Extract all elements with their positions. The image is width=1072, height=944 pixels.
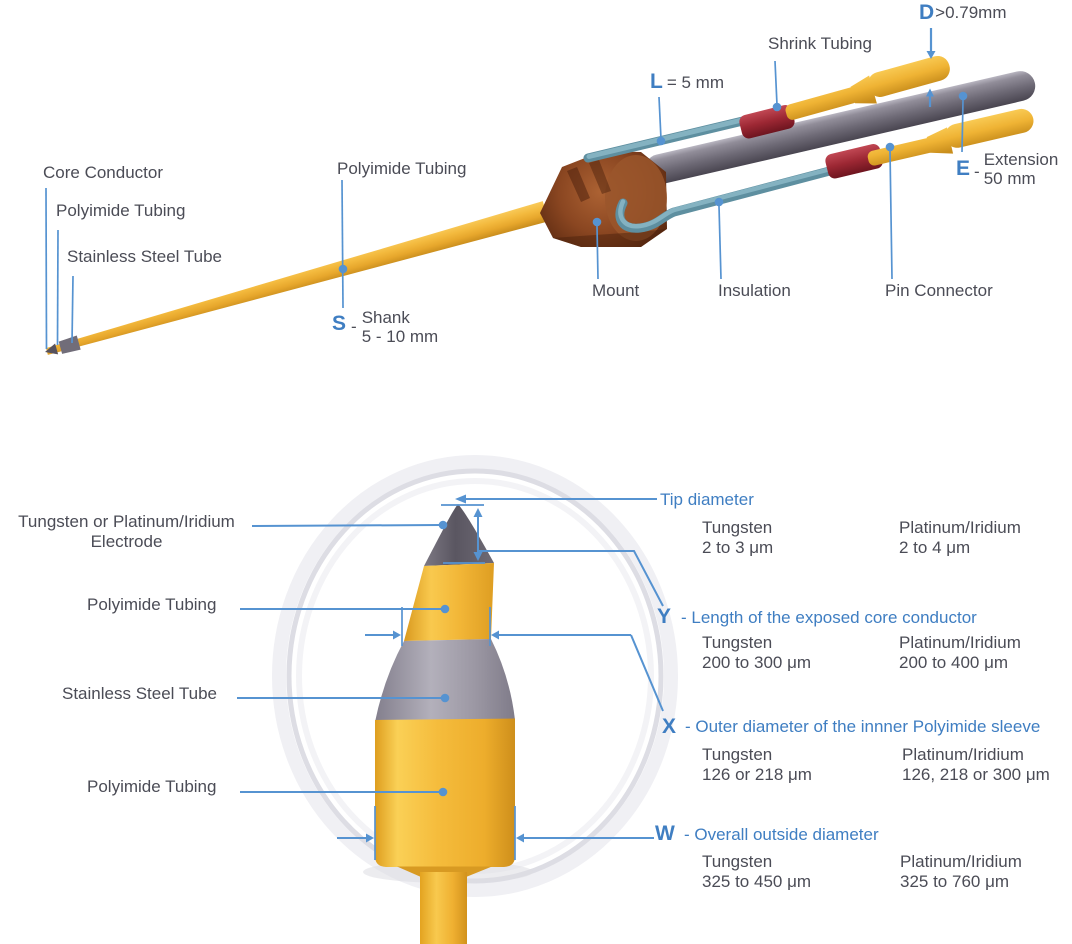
stainless-steel-tube-bottom-label: Stainless Steel Tube xyxy=(62,684,217,703)
lead-length-label: L = 5 mm xyxy=(650,70,724,94)
insulation-label: Insulation xyxy=(718,281,791,300)
x-arrowhead-right xyxy=(491,630,499,640)
extension-name: Extension xyxy=(983,150,1059,169)
extension-letter: E xyxy=(956,157,971,180)
tip-tungsten-value: 2 to 3 μm xyxy=(702,537,774,557)
extension-value: 50 mm xyxy=(983,169,1036,188)
electrode-shaft xyxy=(420,872,467,944)
y-platinum-value: 200 to 400 μm xyxy=(899,652,1009,672)
y-tungsten-spec: Tungsten 200 to 300 μm xyxy=(702,633,811,672)
y-dimension-letter: Y xyxy=(657,605,672,628)
d-arrowhead-down xyxy=(926,51,936,59)
shank-name: Shank xyxy=(361,308,410,327)
y-arrowhead-bottom xyxy=(473,552,483,561)
steel-cone-section xyxy=(375,639,515,722)
electrode-shank xyxy=(45,201,549,355)
x-tungsten-name: Tungsten xyxy=(702,745,773,764)
electrode-material-line2: Electrode xyxy=(90,532,163,551)
lead-wire-upper xyxy=(583,115,752,163)
w-tungsten-spec: Tungsten 325 to 450 μm xyxy=(702,852,811,891)
shank-letter: S xyxy=(332,312,347,335)
x-platinum-name: Platinum/Iridium xyxy=(902,745,1024,764)
diameter-value: >0.79mm xyxy=(935,3,1007,22)
mount-body xyxy=(540,151,667,247)
electrode-material-label: Tungsten or Platinum/Iridium Electrode xyxy=(5,512,248,552)
tip-diameter-arrowhead xyxy=(455,494,466,504)
lead-value: = 5 mm xyxy=(666,73,724,92)
diameter-label: D >0.79mm xyxy=(919,1,1007,25)
w-dimension-letter: W xyxy=(655,822,675,845)
lead-wire-lower xyxy=(615,163,846,233)
top-leader-lines xyxy=(45,28,964,350)
extension-dash: - xyxy=(974,162,980,181)
y-tungsten-name: Tungsten xyxy=(702,633,773,652)
shank-range: 5 - 10 mm xyxy=(361,327,439,346)
polyimide-tubing-left-label: Polyimide Tubing xyxy=(56,201,186,220)
electrode-assembly-illustration xyxy=(45,55,1036,355)
polyimide-tubing-mid-label: Polyimide Tubing xyxy=(337,159,467,178)
y-platinum-spec: Platinum/Iridium 200 to 400 μm xyxy=(899,633,1021,672)
mount-label: Mount xyxy=(592,281,640,300)
x-arrowhead-left xyxy=(393,630,401,640)
x-dimension-title: - Outer diameter of the innner Polyimide… xyxy=(685,717,1041,736)
y-arrowhead-top xyxy=(473,508,483,517)
w-platinum-name: Platinum/Iridium xyxy=(900,852,1022,871)
w-arrowhead-left xyxy=(366,833,374,843)
bottom-arrowheads-and-dots xyxy=(366,494,524,843)
shrink-tubing-label: Shrink Tubing xyxy=(768,34,872,53)
w-arrowhead-right xyxy=(516,833,524,843)
x-platinum-value: 126, 218 or 300 μm xyxy=(902,764,1050,784)
x-dimension-letter: X xyxy=(662,715,677,738)
stainless-steel-tube-label: Stainless Steel Tube xyxy=(67,247,222,266)
y-dimension-title: - Length of the exposed core conductor xyxy=(681,608,977,627)
d-arrowhead-up xyxy=(926,88,934,97)
tip-platinum-spec: Platinum/Iridium 2 to 4 μm xyxy=(899,518,1021,557)
pin-connector-lower xyxy=(867,108,1034,166)
x-tungsten-spec: Tungsten 126 or 218 μm xyxy=(702,745,812,784)
extension-label: E - Extension 50 mm xyxy=(956,150,1058,188)
tip-tungsten-spec: Tungsten 2 to 3 μm xyxy=(702,518,773,557)
shank-dash: - xyxy=(351,317,357,336)
top-leader-dots xyxy=(338,51,968,274)
bottom-dimension-lines xyxy=(237,498,664,860)
core-conductor-label: Core Conductor xyxy=(43,163,164,182)
polyimide-tubing-lower-label: Polyimide Tubing xyxy=(87,777,217,796)
pin-connector-upper xyxy=(785,55,950,120)
tip-platinum-value: 2 to 4 μm xyxy=(899,537,971,557)
core-conductor-tip xyxy=(45,343,59,355)
tip-diameter-title: Tip diameter xyxy=(660,490,754,509)
w-platinum-value: 325 to 760 μm xyxy=(900,871,1010,891)
lead-letter: L xyxy=(650,70,663,93)
pin-connector-label: Pin Connector xyxy=(885,281,993,300)
polyimide-tubing-upper-label: Polyimide Tubing xyxy=(87,595,217,614)
x-platinum-spec: Platinum/Iridium 126, 218 or 300 μm xyxy=(902,745,1050,784)
diameter-letter: D xyxy=(919,1,935,24)
w-dimension-title: - Overall outside diameter xyxy=(684,825,879,844)
exposed-electrode-cone xyxy=(424,504,494,566)
tip-tungsten-name: Tungsten xyxy=(702,518,773,537)
shank-dimension-label: S - Shank 5 - 10 mm xyxy=(332,308,438,346)
tip-platinum-name: Platinum/Iridium xyxy=(899,518,1021,537)
y-tungsten-value: 200 to 300 μm xyxy=(702,652,812,672)
w-platinum-spec: Platinum/Iridium 325 to 760 μm xyxy=(900,852,1022,891)
shrink-tube-upper xyxy=(739,105,795,139)
x-tungsten-value: 126 or 218 μm xyxy=(702,764,812,784)
w-tungsten-name: Tungsten xyxy=(702,852,773,871)
polyimide-cone-section xyxy=(404,563,494,641)
stainless-steel-band xyxy=(58,335,81,354)
insulated-cable xyxy=(644,71,1036,185)
shrink-tube-lower xyxy=(825,144,883,179)
w-tungsten-value: 325 to 450 μm xyxy=(702,871,812,891)
electrode-material-line1: Tungsten or Platinum/Iridium xyxy=(18,512,235,531)
y-platinum-name: Platinum/Iridium xyxy=(899,633,1021,652)
